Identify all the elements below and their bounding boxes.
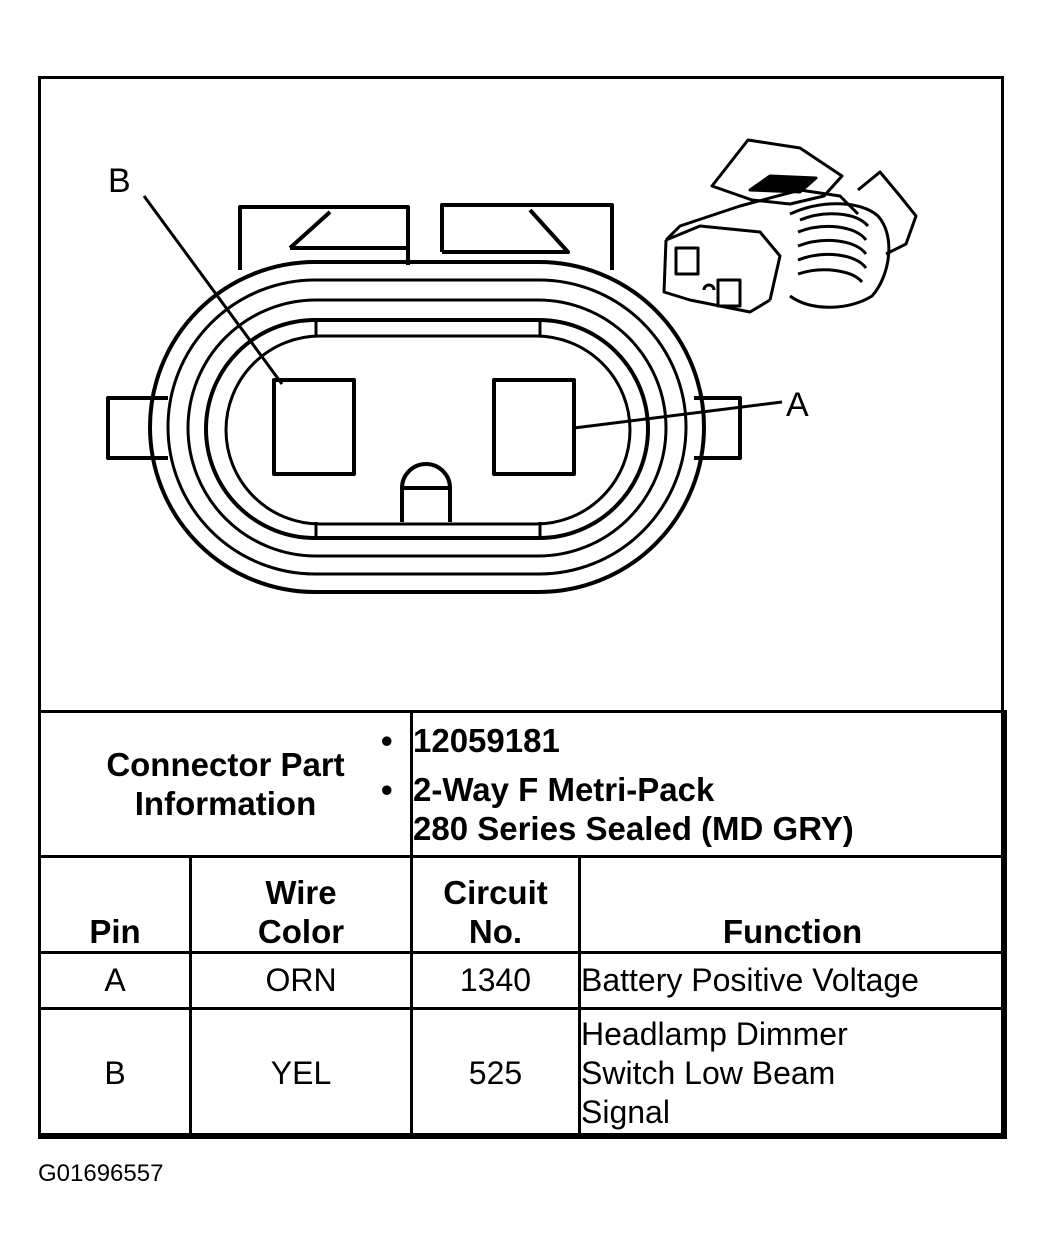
row-b-circuit: 525 (410, 1007, 581, 1139)
row-b-wire-color: YEL (189, 1007, 413, 1139)
connector-3d-view (662, 138, 918, 314)
connector-cavity (224, 334, 632, 526)
table-row: B YEL 525 Headlamp Dimmer Switch Low Bea… (38, 1007, 1008, 1139)
row-b-pin: B (38, 1007, 192, 1139)
part-info-label-line2: Information (134, 785, 317, 822)
connector-ear-right (694, 396, 742, 460)
part-desc-line1: 2-Way F Metri-Pack (381, 770, 1004, 809)
connector-housing-inner (204, 318, 650, 540)
row-b-function: Headlamp Dimmer Switch Low Beam Signal (577, 1007, 1008, 1139)
row-a-pin: A (38, 951, 192, 1010)
pin-label-b: B (108, 162, 131, 200)
part-info-label-line1: Connector Part (106, 746, 345, 783)
part-number: 12059181 (381, 721, 1004, 760)
terminal-cavity-b (272, 378, 356, 476)
part-desc-line2: 280 Series Sealed (MD GRY) (413, 809, 854, 847)
row-a-function: Battery Positive Voltage (577, 951, 1008, 1010)
row-a-function-line1: Battery Positive Voltage (581, 962, 919, 998)
connector-housing-ring (166, 278, 688, 576)
part-info-label-cell: Connector Part Information (38, 710, 413, 858)
row-b-function-line3: Signal (581, 1093, 670, 1130)
connector-top-tab-left-bevel (288, 210, 408, 250)
connector-top-tab-right (440, 203, 614, 270)
col-header-pin: Pin (38, 855, 192, 954)
column-header-row: Pin Wire Color Circuit No. Function (38, 855, 1008, 954)
connector-info-table: Connector Part Information 12059181 2-Wa… (38, 710, 1008, 1139)
col-header-circuit-line1: Circuit (443, 874, 548, 911)
connector-housing-ring-2 (186, 298, 668, 558)
col-header-pin-text: Pin (89, 913, 141, 950)
connector-top-tab-right-bevel (442, 208, 570, 254)
row-a-circuit: 1340 (410, 951, 581, 1010)
row-b-function-line2: Switch Low Beam (581, 1054, 836, 1091)
part-info-row: Connector Part Information 12059181 2-Wa… (38, 710, 1008, 858)
col-header-circuit: Circuit No. (410, 855, 581, 954)
pin-label-a: A (786, 386, 809, 424)
connector-top-tab-left (238, 205, 410, 270)
connector-diagram: B A (106, 138, 918, 594)
row-b-function-line1: Headlamp Dimmer (581, 1015, 848, 1052)
connector-inner-ticks (314, 320, 542, 538)
col-header-wire-line2: Color (257, 913, 345, 950)
leader-line-b (142, 195, 284, 385)
figure-id: G01696557 (38, 1160, 164, 1187)
col-header-wire-color: Wire Color (189, 855, 413, 954)
connector-housing-outer (148, 260, 706, 594)
part-info-value-cell: 12059181 2-Way F Metri-Pack 280 Series S… (381, 710, 1008, 858)
connector-ear-left (106, 396, 168, 460)
row-a-wire-color: ORN (189, 951, 413, 1010)
leader-line-a (573, 400, 783, 430)
terminal-cavity-a (492, 378, 576, 476)
polarizing-key (400, 462, 452, 522)
col-header-circuit-line2: No. (468, 913, 523, 950)
table-row: A ORN 1340 Battery Positive Voltage (38, 951, 1008, 1010)
col-header-function: Function (577, 855, 1008, 954)
col-header-function-text: Function (722, 913, 863, 950)
col-header-wire-line1: Wire (265, 874, 337, 911)
